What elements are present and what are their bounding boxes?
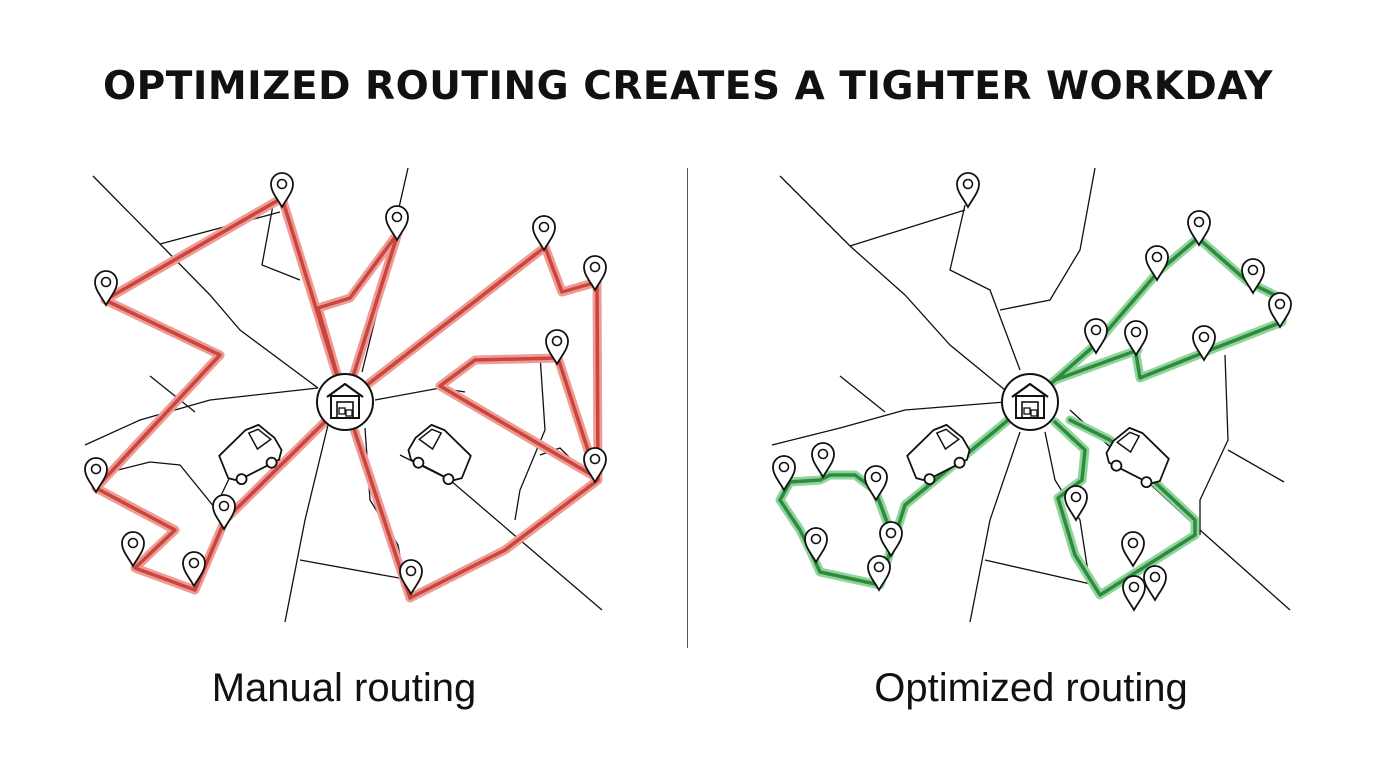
map-pin-icon — [879, 521, 903, 557]
map-pin-icon — [84, 457, 108, 493]
panel-divider — [687, 168, 688, 648]
map-pin-icon — [212, 494, 236, 530]
delivery-van-icon — [1099, 422, 1175, 493]
map-pin-icon — [1143, 565, 1167, 601]
warehouse-icon — [315, 372, 375, 432]
map-pin-icon — [864, 465, 888, 501]
optimized-routing-map — [771, 167, 1292, 623]
page-title: OPTIMIZED ROUTING CREATES A TIGHTER WORK… — [103, 64, 1273, 109]
warehouse-icon — [1000, 372, 1060, 432]
map-pin-icon — [1145, 245, 1169, 281]
delivery-van-icon — [213, 419, 289, 490]
delivery-van-icon — [401, 419, 477, 490]
manual-routing-caption: Manual routing — [211, 666, 477, 710]
optimized-route — [775, 233, 1290, 600]
optimized-routing-caption: Optimized routing — [874, 666, 1188, 710]
map-pin-icon — [1122, 575, 1146, 611]
manual-routing-map — [84, 167, 607, 623]
map-pin-icon — [385, 205, 409, 241]
map-pin-icon — [1121, 531, 1145, 567]
map-pin-icon — [1064, 485, 1088, 521]
map-pin-icon — [956, 172, 980, 208]
map-pin-icon — [532, 215, 556, 251]
